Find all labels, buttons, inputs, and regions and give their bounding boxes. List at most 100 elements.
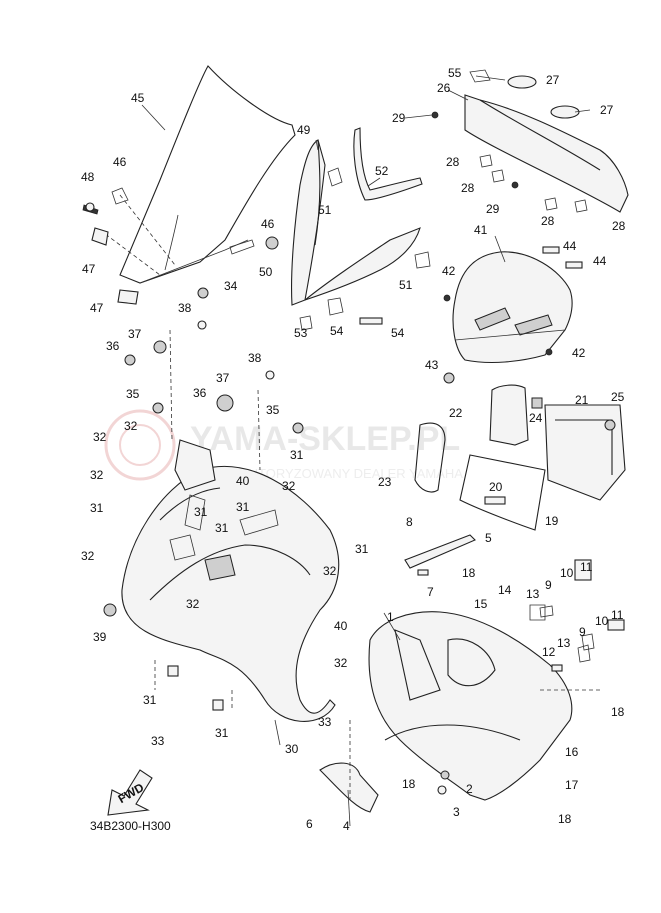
callout-labels: 1 2 3 4 5 6 7 8 9 9 10 10 11 11 12 13 13… bbox=[81, 66, 626, 833]
callout-label: 10 bbox=[560, 566, 574, 580]
callout-label: 44 bbox=[563, 239, 577, 253]
leg-shield-part bbox=[121, 439, 340, 722]
callout-label: 17 bbox=[565, 778, 579, 792]
callout-label: 1 bbox=[387, 610, 394, 624]
callout-label: 26 bbox=[437, 81, 451, 95]
callout-label: 20 bbox=[489, 480, 503, 494]
callout-label: 32 bbox=[282, 479, 296, 493]
callout-label: 7 bbox=[427, 585, 434, 599]
callout-label: 54 bbox=[391, 326, 405, 340]
watermark-brand: YAMA-SKLEP.PL bbox=[190, 420, 460, 458]
callout-label: 35 bbox=[126, 387, 140, 401]
callout-label: 13 bbox=[526, 587, 540, 601]
callout-label: 47 bbox=[90, 301, 104, 315]
callout-label: 31 bbox=[215, 726, 229, 740]
callout-label: 33 bbox=[151, 734, 165, 748]
callout-label: 55 bbox=[448, 66, 462, 80]
callout-label: 25 bbox=[611, 390, 625, 404]
callout-label: 18 bbox=[462, 566, 476, 580]
side-panel-part bbox=[265, 127, 431, 331]
callout-label: 18 bbox=[558, 812, 572, 826]
callout-label: 4 bbox=[343, 819, 350, 833]
callout-label: 22 bbox=[449, 406, 463, 420]
callout-label: 38 bbox=[178, 301, 192, 315]
callout-label: 32 bbox=[81, 549, 95, 563]
callout-label: 28 bbox=[446, 155, 460, 169]
callout-label: 30 bbox=[285, 742, 299, 756]
front-cover-part bbox=[443, 246, 583, 384]
callout-label: 19 bbox=[545, 514, 559, 528]
watermark: YAMA-SKLEP.PL AUTORYZOWANY DEALER YAMAHA bbox=[104, 409, 463, 481]
leader-lines bbox=[141, 75, 600, 827]
callout-label: 14 bbox=[498, 583, 512, 597]
callout-label: 41 bbox=[474, 223, 488, 237]
callout-label: 9 bbox=[545, 578, 552, 592]
callout-label: 3 bbox=[453, 805, 460, 819]
callout-label: 29 bbox=[392, 111, 406, 125]
callout-label: 35 bbox=[266, 403, 280, 417]
watermark-subtitle: AUTORYZOWANY DEALER YAMAHA bbox=[240, 466, 463, 481]
callout-label: 32 bbox=[323, 564, 337, 578]
callout-label: 38 bbox=[248, 351, 262, 365]
callout-label: 28 bbox=[461, 181, 475, 195]
callout-label: 18 bbox=[402, 777, 416, 791]
handlebar-cover-part bbox=[431, 69, 629, 213]
callout-label: 12 bbox=[542, 645, 556, 659]
callout-label: 9 bbox=[579, 625, 586, 639]
callout-label: 24 bbox=[529, 411, 543, 425]
callout-label: 15 bbox=[474, 597, 488, 611]
callout-label: 37 bbox=[216, 371, 230, 385]
callout-label: 32 bbox=[186, 597, 200, 611]
callout-label: 36 bbox=[193, 386, 207, 400]
callout-label: 43 bbox=[425, 358, 439, 372]
callout-label: 32 bbox=[90, 468, 104, 482]
callout-label: 31 bbox=[90, 501, 104, 515]
callout-label: 21 bbox=[575, 393, 589, 407]
callout-label: 40 bbox=[236, 474, 250, 488]
callout-label: 33 bbox=[318, 715, 332, 729]
diagram-code: 34B2300-H300 bbox=[90, 819, 171, 833]
callout-label: 36 bbox=[106, 339, 120, 353]
callout-label: 31 bbox=[143, 693, 157, 707]
callout-label: 27 bbox=[546, 73, 560, 87]
callout-label: 32 bbox=[124, 419, 138, 433]
callout-label: 42 bbox=[572, 346, 586, 360]
callout-label: 50 bbox=[259, 265, 273, 279]
callout-label: 52 bbox=[375, 164, 389, 178]
callout-label: 40 bbox=[334, 619, 348, 633]
fasteners-part bbox=[103, 287, 625, 795]
callout-label: 42 bbox=[442, 264, 456, 278]
callout-label: 29 bbox=[486, 202, 500, 216]
callout-label: 5 bbox=[485, 531, 492, 545]
forward-arrow-icon: FWD bbox=[107, 769, 153, 816]
callout-label: 34 bbox=[224, 279, 238, 293]
callout-label: 54 bbox=[330, 324, 344, 338]
callout-label: 31 bbox=[355, 542, 369, 556]
callout-label: 31 bbox=[215, 521, 229, 535]
callout-label: 45 bbox=[131, 91, 145, 105]
callout-label: 39 bbox=[93, 630, 107, 644]
callout-label: 11 bbox=[580, 560, 593, 574]
callout-label: 53 bbox=[294, 326, 308, 340]
callout-label: 37 bbox=[128, 327, 142, 341]
callout-label: 6 bbox=[306, 817, 313, 831]
inner-panels-part bbox=[414, 384, 626, 531]
callout-label: 47 bbox=[82, 262, 96, 276]
windscreen-part bbox=[82, 65, 296, 305]
callout-label: 51 bbox=[318, 203, 332, 217]
callout-label: 31 bbox=[236, 500, 250, 514]
callout-label: 23 bbox=[378, 475, 392, 489]
callout-label: 16 bbox=[565, 745, 579, 759]
callout-label: 49 bbox=[297, 123, 311, 137]
callout-label: 44 bbox=[593, 254, 607, 268]
callout-label: 11 bbox=[611, 608, 624, 622]
callout-label: 28 bbox=[541, 214, 555, 228]
storage-tray-part bbox=[319, 611, 573, 813]
callout-label: 18 bbox=[611, 705, 625, 719]
callout-label: 48 bbox=[81, 170, 95, 184]
callout-label: 10 bbox=[595, 614, 609, 628]
callout-label: 28 bbox=[612, 219, 626, 233]
callout-label: 32 bbox=[93, 430, 107, 444]
callout-label: 51 bbox=[399, 278, 413, 292]
